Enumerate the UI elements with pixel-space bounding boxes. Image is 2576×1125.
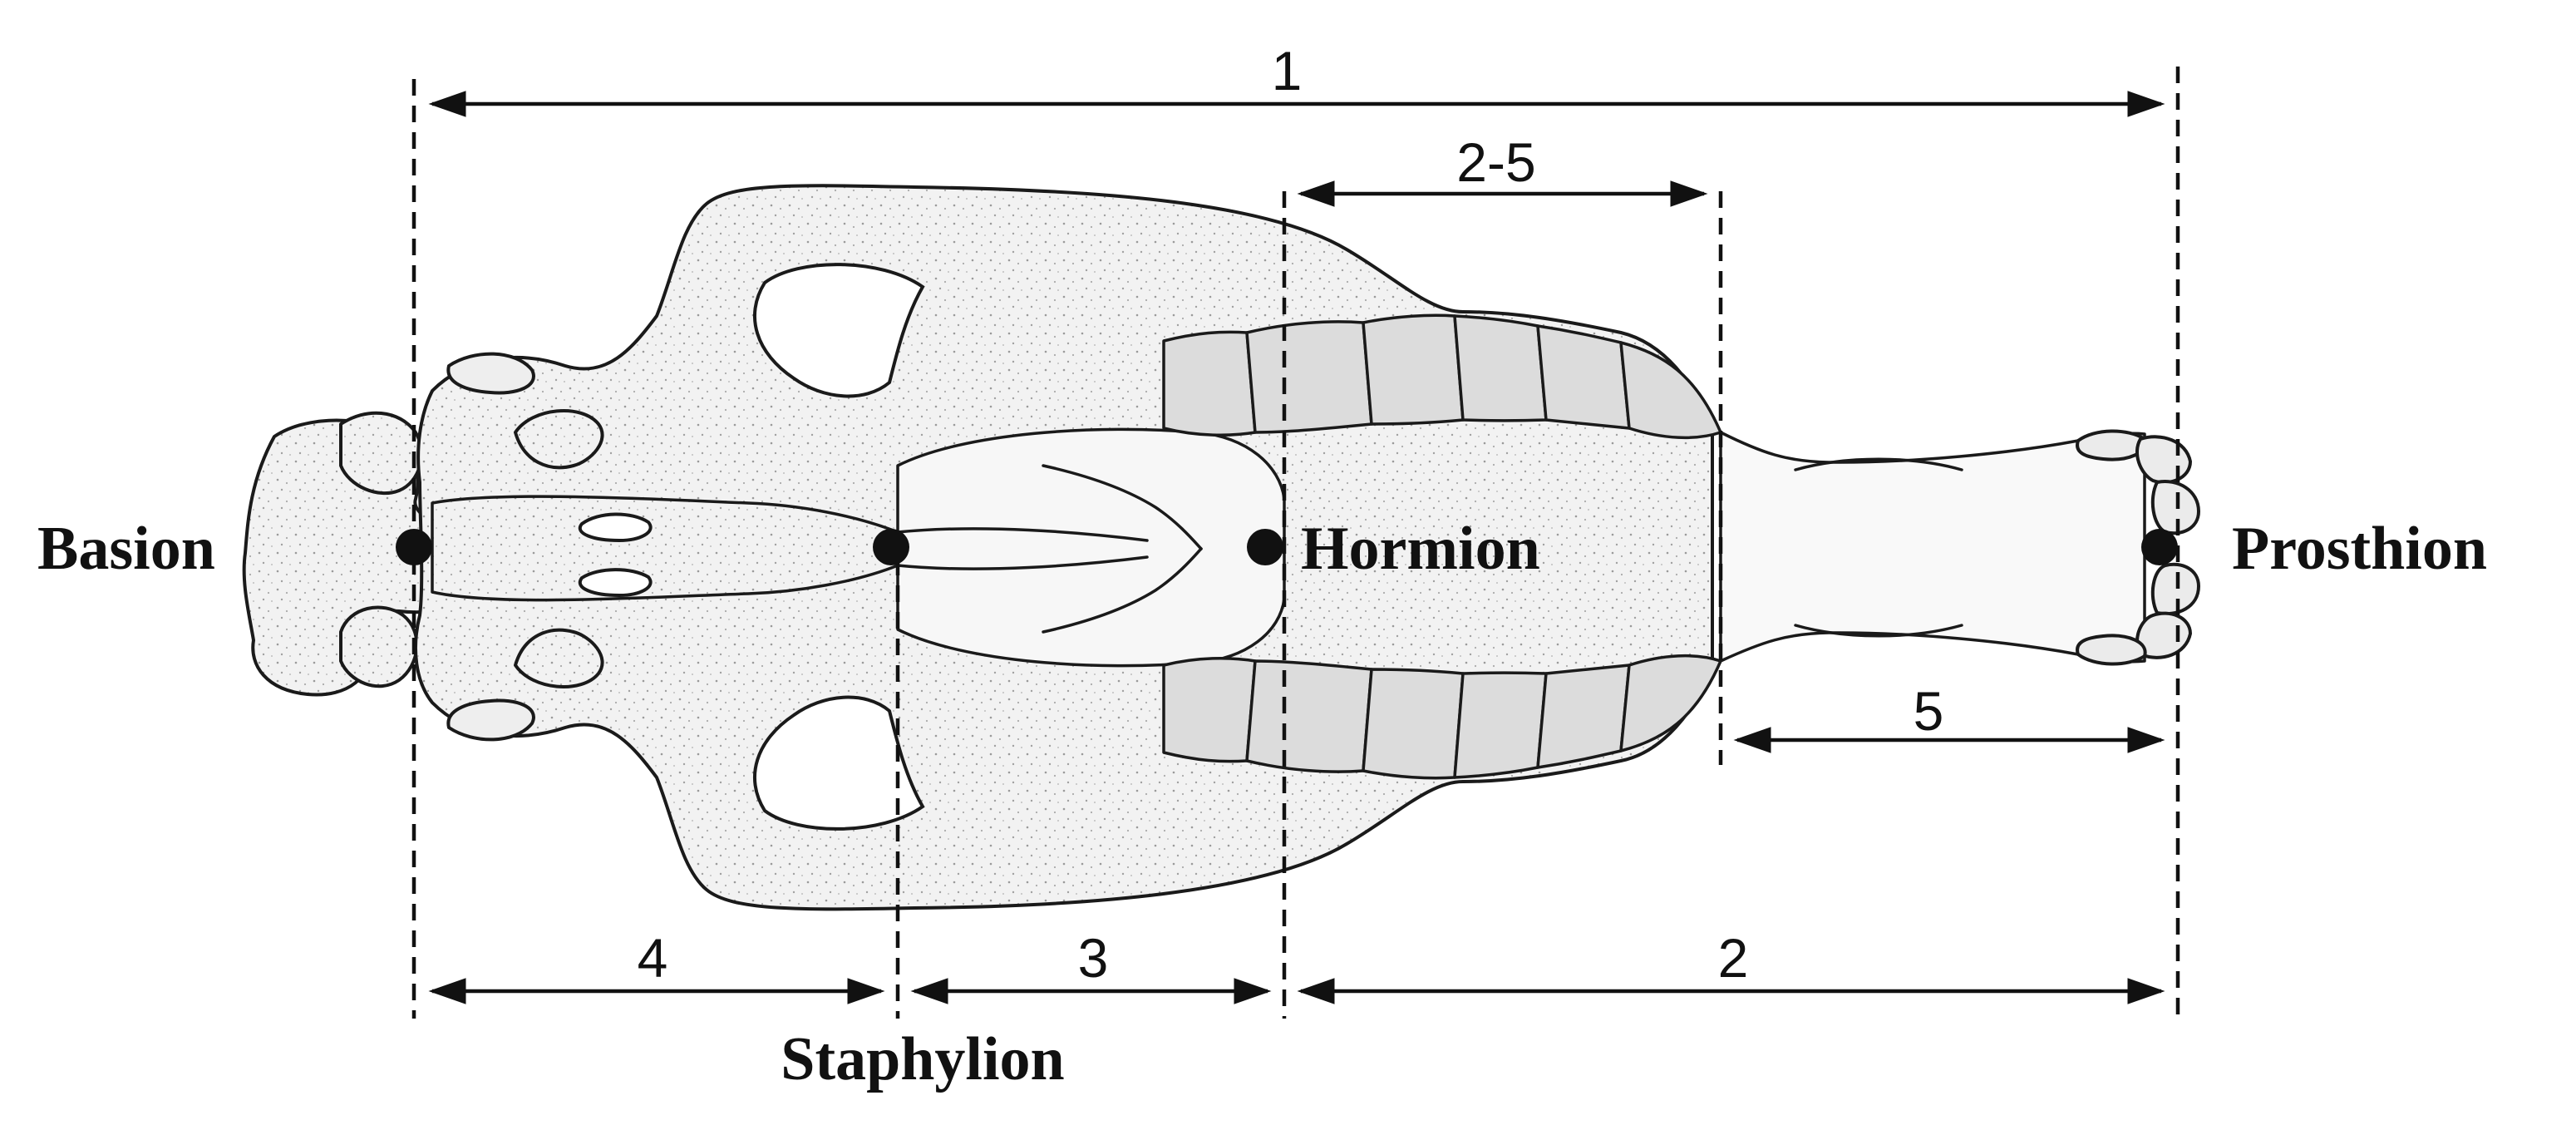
incisor-1 — [2076, 429, 2147, 461]
condyle-upper — [339, 411, 424, 496]
tooth-l2 — [1245, 659, 1373, 773]
cheek-teeth-lower-row — [1162, 654, 1722, 780]
tympanic-upper — [446, 352, 535, 395]
paroccipital-upper — [514, 409, 604, 470]
incisor-6 — [2076, 634, 2147, 666]
tympanic-lower — [446, 698, 535, 742]
label-measure-1: 1 — [1272, 40, 1303, 101]
label-prosthion: Prosthion — [2232, 515, 2487, 583]
tooth-l5 — [1536, 664, 1631, 769]
label-staphylion: Staphylion — [781, 1025, 1064, 1093]
orbit-upper — [752, 263, 925, 398]
foramen-lower — [578, 568, 653, 598]
palatine-line-lower — [896, 555, 1149, 570]
incisor-4 — [2150, 562, 2200, 616]
palate-ridge-upper — [1042, 464, 1203, 550]
tooth-l4 — [1453, 671, 1548, 779]
skull-ventral-view — [242, 184, 2200, 911]
label-measure-4: 4 — [638, 927, 668, 989]
label-measure-2-5: 2-5 — [1456, 131, 1535, 193]
hormion-point — [1247, 529, 1283, 565]
label-hormion: Hormion — [1301, 515, 1540, 583]
vertical-guides — [411, 67, 2180, 1019]
tooth-u2 — [1245, 320, 1373, 434]
muzzle — [1719, 431, 2146, 664]
landmark-points — [396, 529, 2178, 565]
palatine-line-upper — [896, 527, 1149, 542]
label-basion: Basion — [37, 515, 215, 583]
basisphenoid — [431, 495, 899, 602]
labels: Basion Staphylion Hormion Prosthion 1 2-… — [37, 40, 2487, 1093]
tooth-l1 — [1162, 657, 1257, 763]
basion-point — [396, 529, 432, 565]
palate-ridge-lower — [1042, 547, 1203, 634]
tooth-l6 — [1619, 654, 1722, 752]
diastema-ridge-lower — [1794, 624, 1963, 638]
prosthion-point — [2141, 529, 2178, 565]
tooth-u5 — [1536, 324, 1631, 430]
label-measure-5: 5 — [1914, 680, 1944, 742]
tooth-u6 — [1619, 341, 1722, 440]
label-measure-3: 3 — [1078, 927, 1109, 989]
tooth-u3 — [1362, 313, 1465, 426]
measurement-arrows — [428, 91, 2165, 1004]
paroccipital-lower — [514, 628, 604, 688]
label-measure-2: 2 — [1718, 927, 1749, 989]
incisor-5 — [2135, 611, 2192, 659]
incisor-3 — [2150, 480, 2200, 535]
tooth-l3 — [1362, 668, 1465, 780]
condyle-lower — [339, 605, 419, 688]
tooth-u4 — [1453, 314, 1548, 422]
diastema-ridge-upper — [1794, 457, 1963, 471]
incisor-2 — [2135, 435, 2192, 485]
incisor-arcade — [2076, 429, 2200, 666]
orbit-lower — [752, 695, 925, 831]
foramen-upper — [578, 512, 653, 543]
cheek-teeth-upper-row — [1162, 313, 1722, 440]
staphylion-point — [873, 529, 909, 565]
tooth-u1 — [1162, 330, 1257, 437]
hard-palate — [896, 427, 1286, 668]
